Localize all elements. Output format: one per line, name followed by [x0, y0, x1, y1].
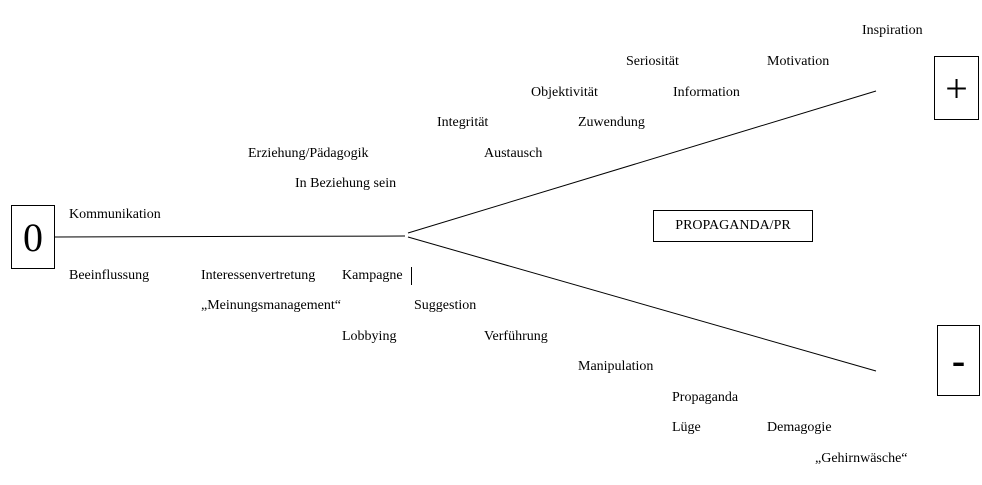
term-erziehung: Erziehung/Pädagogik [248, 146, 369, 161]
term-zuwendung: Zuwendung [578, 115, 645, 130]
term-verfuehrung: Verführung [484, 329, 548, 344]
term-lobbying: Lobbying [342, 329, 397, 344]
lower-branch-line [407, 236, 877, 372]
term-motivation: Motivation [767, 54, 830, 69]
term-inspiration: Inspiration [862, 23, 923, 38]
term-demagogie: Demagogie [767, 420, 832, 435]
baseline-line [54, 235, 406, 238]
term-information: Information [673, 85, 740, 100]
term-propaganda: Propaganda [672, 390, 739, 405]
positive-box-label: + [945, 65, 968, 111]
term-manipulation: Manipulation [578, 359, 654, 374]
negative-box: - [937, 325, 980, 396]
neutral-box: 0 [11, 205, 55, 269]
term-beeinflussung: Beeinflussung [69, 268, 150, 283]
neutral-box-label: 0 [23, 214, 43, 260]
term-interessenvertretung: Interessenvertretung [201, 268, 316, 283]
positive-box: + [934, 56, 979, 120]
term-luege: Lüge [672, 420, 701, 435]
term-seriositaet: Seriosität [626, 54, 679, 69]
term-kommunikation: Kommunikation [69, 207, 161, 222]
term-suggestion: Suggestion [414, 298, 477, 313]
upper-branch-line [407, 90, 877, 234]
term-austausch: Austausch [484, 146, 543, 161]
term-integritaet: Integrität [437, 115, 489, 130]
term-in-beziehung-sein: In Beziehung sein [295, 176, 397, 191]
center-label-box: PROPAGANDA/PR [653, 210, 813, 242]
term-kampagne: Kampagne [342, 268, 403, 283]
term-objektivitaet: Objektivität [531, 85, 598, 100]
term-meinungsmanagement: „Meinungsmanagement“ [201, 298, 341, 313]
text-cursor [411, 267, 412, 285]
negative-box-label: - [951, 338, 966, 383]
center-label: PROPAGANDA/PR [675, 218, 791, 233]
term-gehirnwaesche: „Gehirnwäsche“ [815, 451, 908, 466]
